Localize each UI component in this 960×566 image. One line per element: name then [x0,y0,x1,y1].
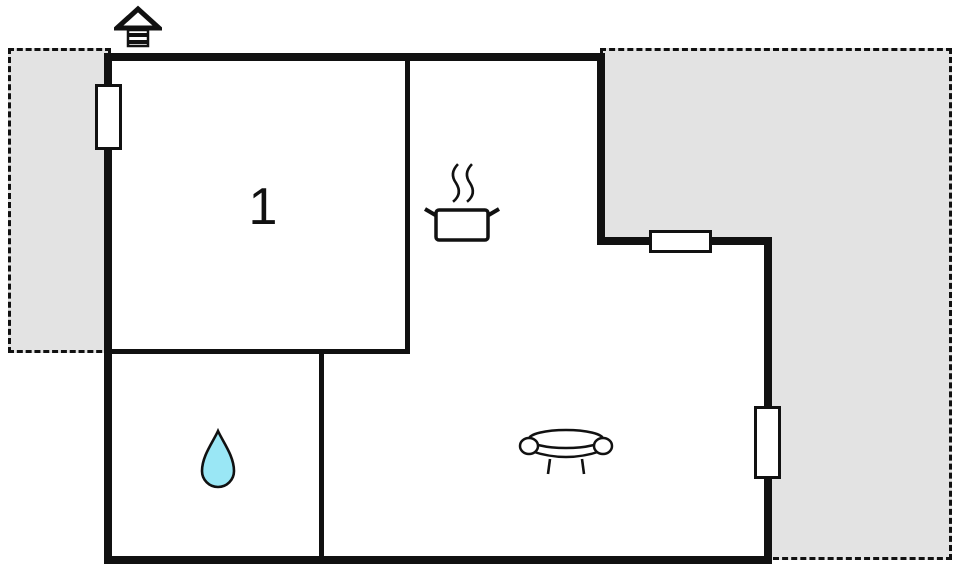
wall-right [764,237,772,564]
wall-bottom [104,556,772,564]
window-left [95,84,122,150]
window-right [754,406,781,479]
room-1-label: 1 [248,178,278,236]
water-drop-icon [197,427,239,492]
wall-bedroom-vertical [405,57,410,354]
wall-top [104,53,604,61]
cooking-pot-icon [420,158,504,242]
building-interior-extension [597,237,772,563]
chimney-icon [110,5,166,51]
building-interior-main [104,53,604,563]
terrace-left [8,48,111,353]
wall-bedroom-horizontal [108,349,408,354]
window-top [649,230,712,253]
wall-step-vertical [597,53,605,244]
steam-icon [451,163,475,203]
wall-bathroom-vertical [319,349,324,560]
sofa-icon [518,426,614,478]
wall-left [104,53,112,563]
